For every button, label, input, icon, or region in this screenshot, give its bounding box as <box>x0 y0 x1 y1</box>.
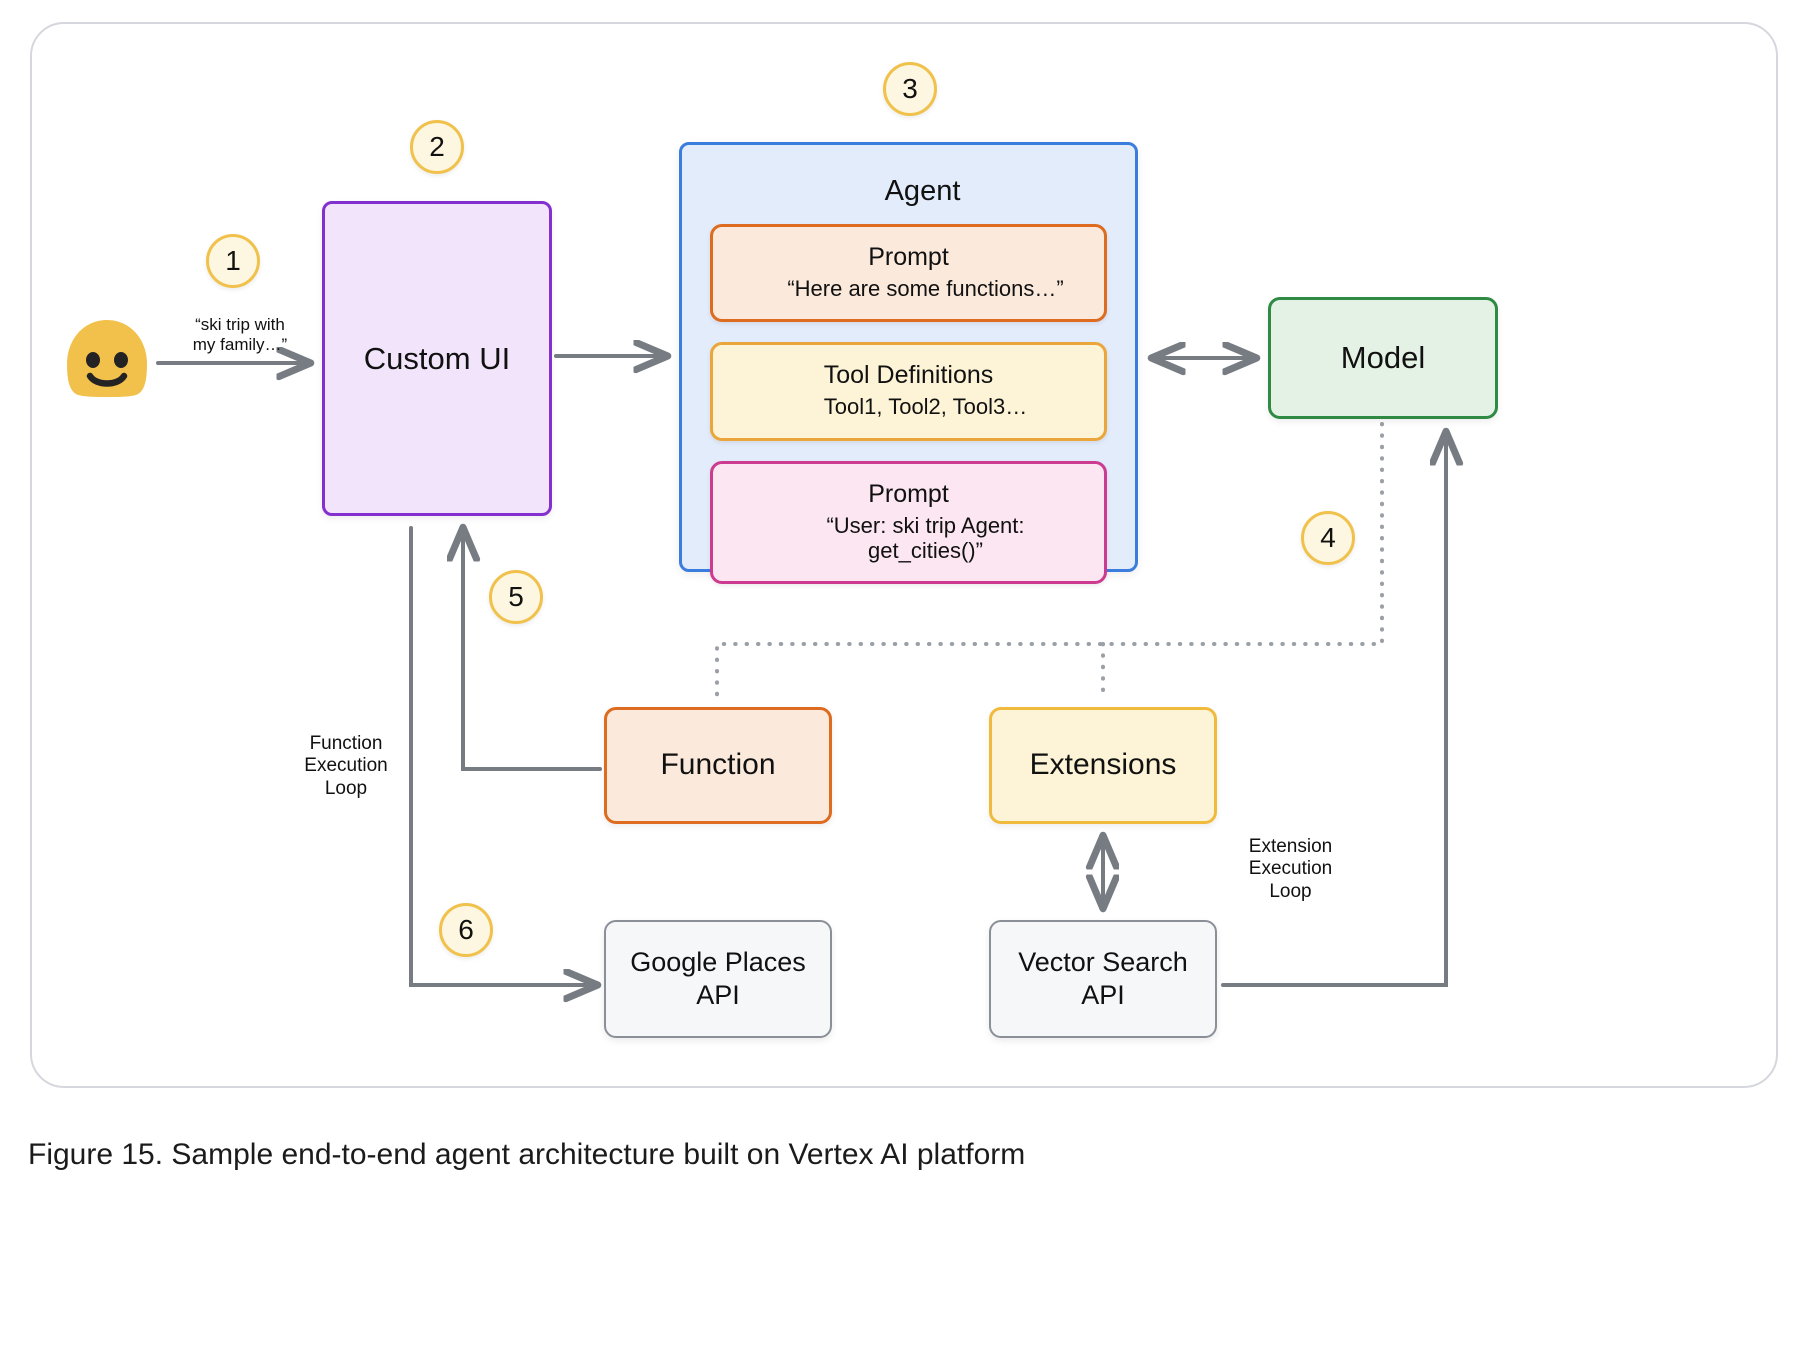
user-avatar-icon <box>67 320 147 397</box>
custom-ui-label: Custom UI <box>363 340 511 376</box>
figure-caption: Figure 15. Sample end-to-end agent archi… <box>28 1138 1026 1171</box>
step-marker-5[interactable]: 5 <box>489 570 543 624</box>
extensions-label: Extensions <box>1029 748 1177 782</box>
tool-definitions-text: Tool1, Tool2, Tool3… <box>823 394 1028 420</box>
node-function[interactable]: Function <box>604 707 832 824</box>
step-marker-4[interactable]: 4 <box>1301 511 1355 565</box>
google-places-api-line1: Google Places <box>630 947 806 978</box>
vector-search-api-line1: Vector Search <box>1018 947 1188 978</box>
node-model[interactable]: Model <box>1268 297 1498 419</box>
step-marker-2[interactable]: 2 <box>410 120 464 174</box>
prompt-history-text: “User: ski trip Agent: get_cities()” <box>826 512 1025 563</box>
vector-search-api-line2: API <box>1081 980 1125 1010</box>
prompt-functions-title: Prompt <box>868 243 949 271</box>
node-agent[interactable]: Agent Prompt “Here are some functions…” … <box>679 142 1138 585</box>
step-marker-6[interactable]: 6 <box>439 903 493 957</box>
prompt-history-title: Prompt <box>868 479 949 508</box>
prompt-functions-text: “Here are some functions…” <box>787 276 1064 301</box>
agent-card-tool-definitions[interactable]: Tool Definitions Tool1, Tool2, Tool3… <box>710 342 1107 441</box>
node-extensions[interactable]: Extensions <box>989 707 1217 824</box>
node-custom-ui[interactable]: Custom UI <box>322 201 552 516</box>
agent-card-prompt-functions[interactable]: Prompt “Here are some functions…” <box>710 224 1107 323</box>
tool-definitions-title: Tool Definitions <box>823 361 994 390</box>
function-label: Function <box>660 748 776 782</box>
step-marker-3[interactable]: 3 <box>883 62 937 116</box>
google-places-api-line2: API <box>696 980 740 1010</box>
model-label: Model <box>1340 340 1426 376</box>
step-marker-1[interactable]: 1 <box>206 234 260 288</box>
agent-card-prompt-history[interactable]: Prompt “User: ski trip Agent: get_cities… <box>710 460 1107 585</box>
agent-title: Agent <box>884 175 961 207</box>
